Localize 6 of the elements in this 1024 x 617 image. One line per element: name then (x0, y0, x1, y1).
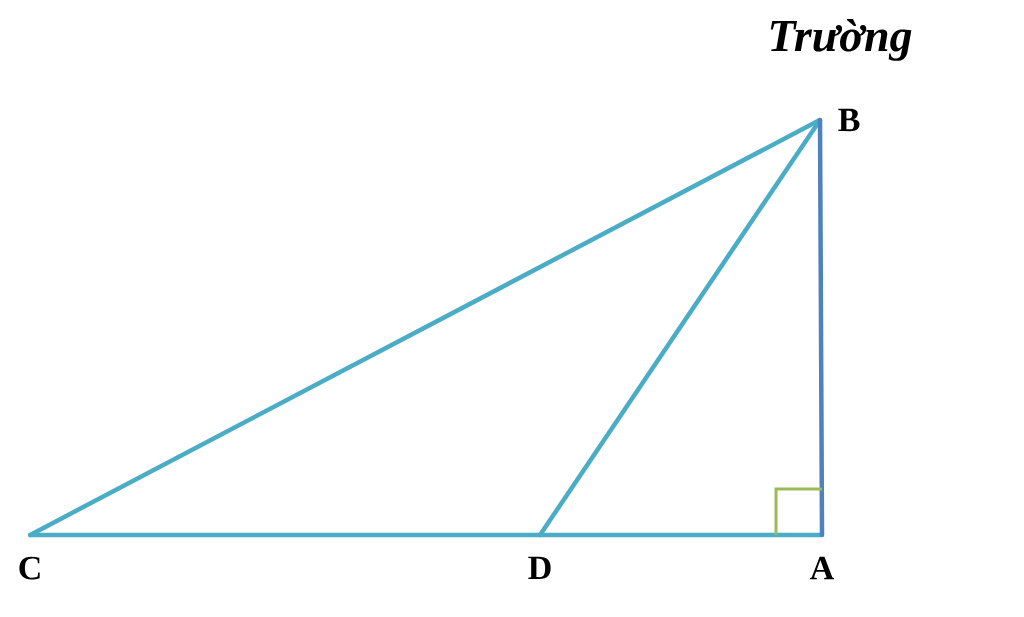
heading: Trường (770, 19, 912, 61)
point-label: C (19, 556, 40, 580)
point-label: B (838, 108, 860, 132)
line-segment (817, 117, 825, 538)
point-label: D (528, 556, 551, 580)
point-label: A (810, 556, 835, 580)
